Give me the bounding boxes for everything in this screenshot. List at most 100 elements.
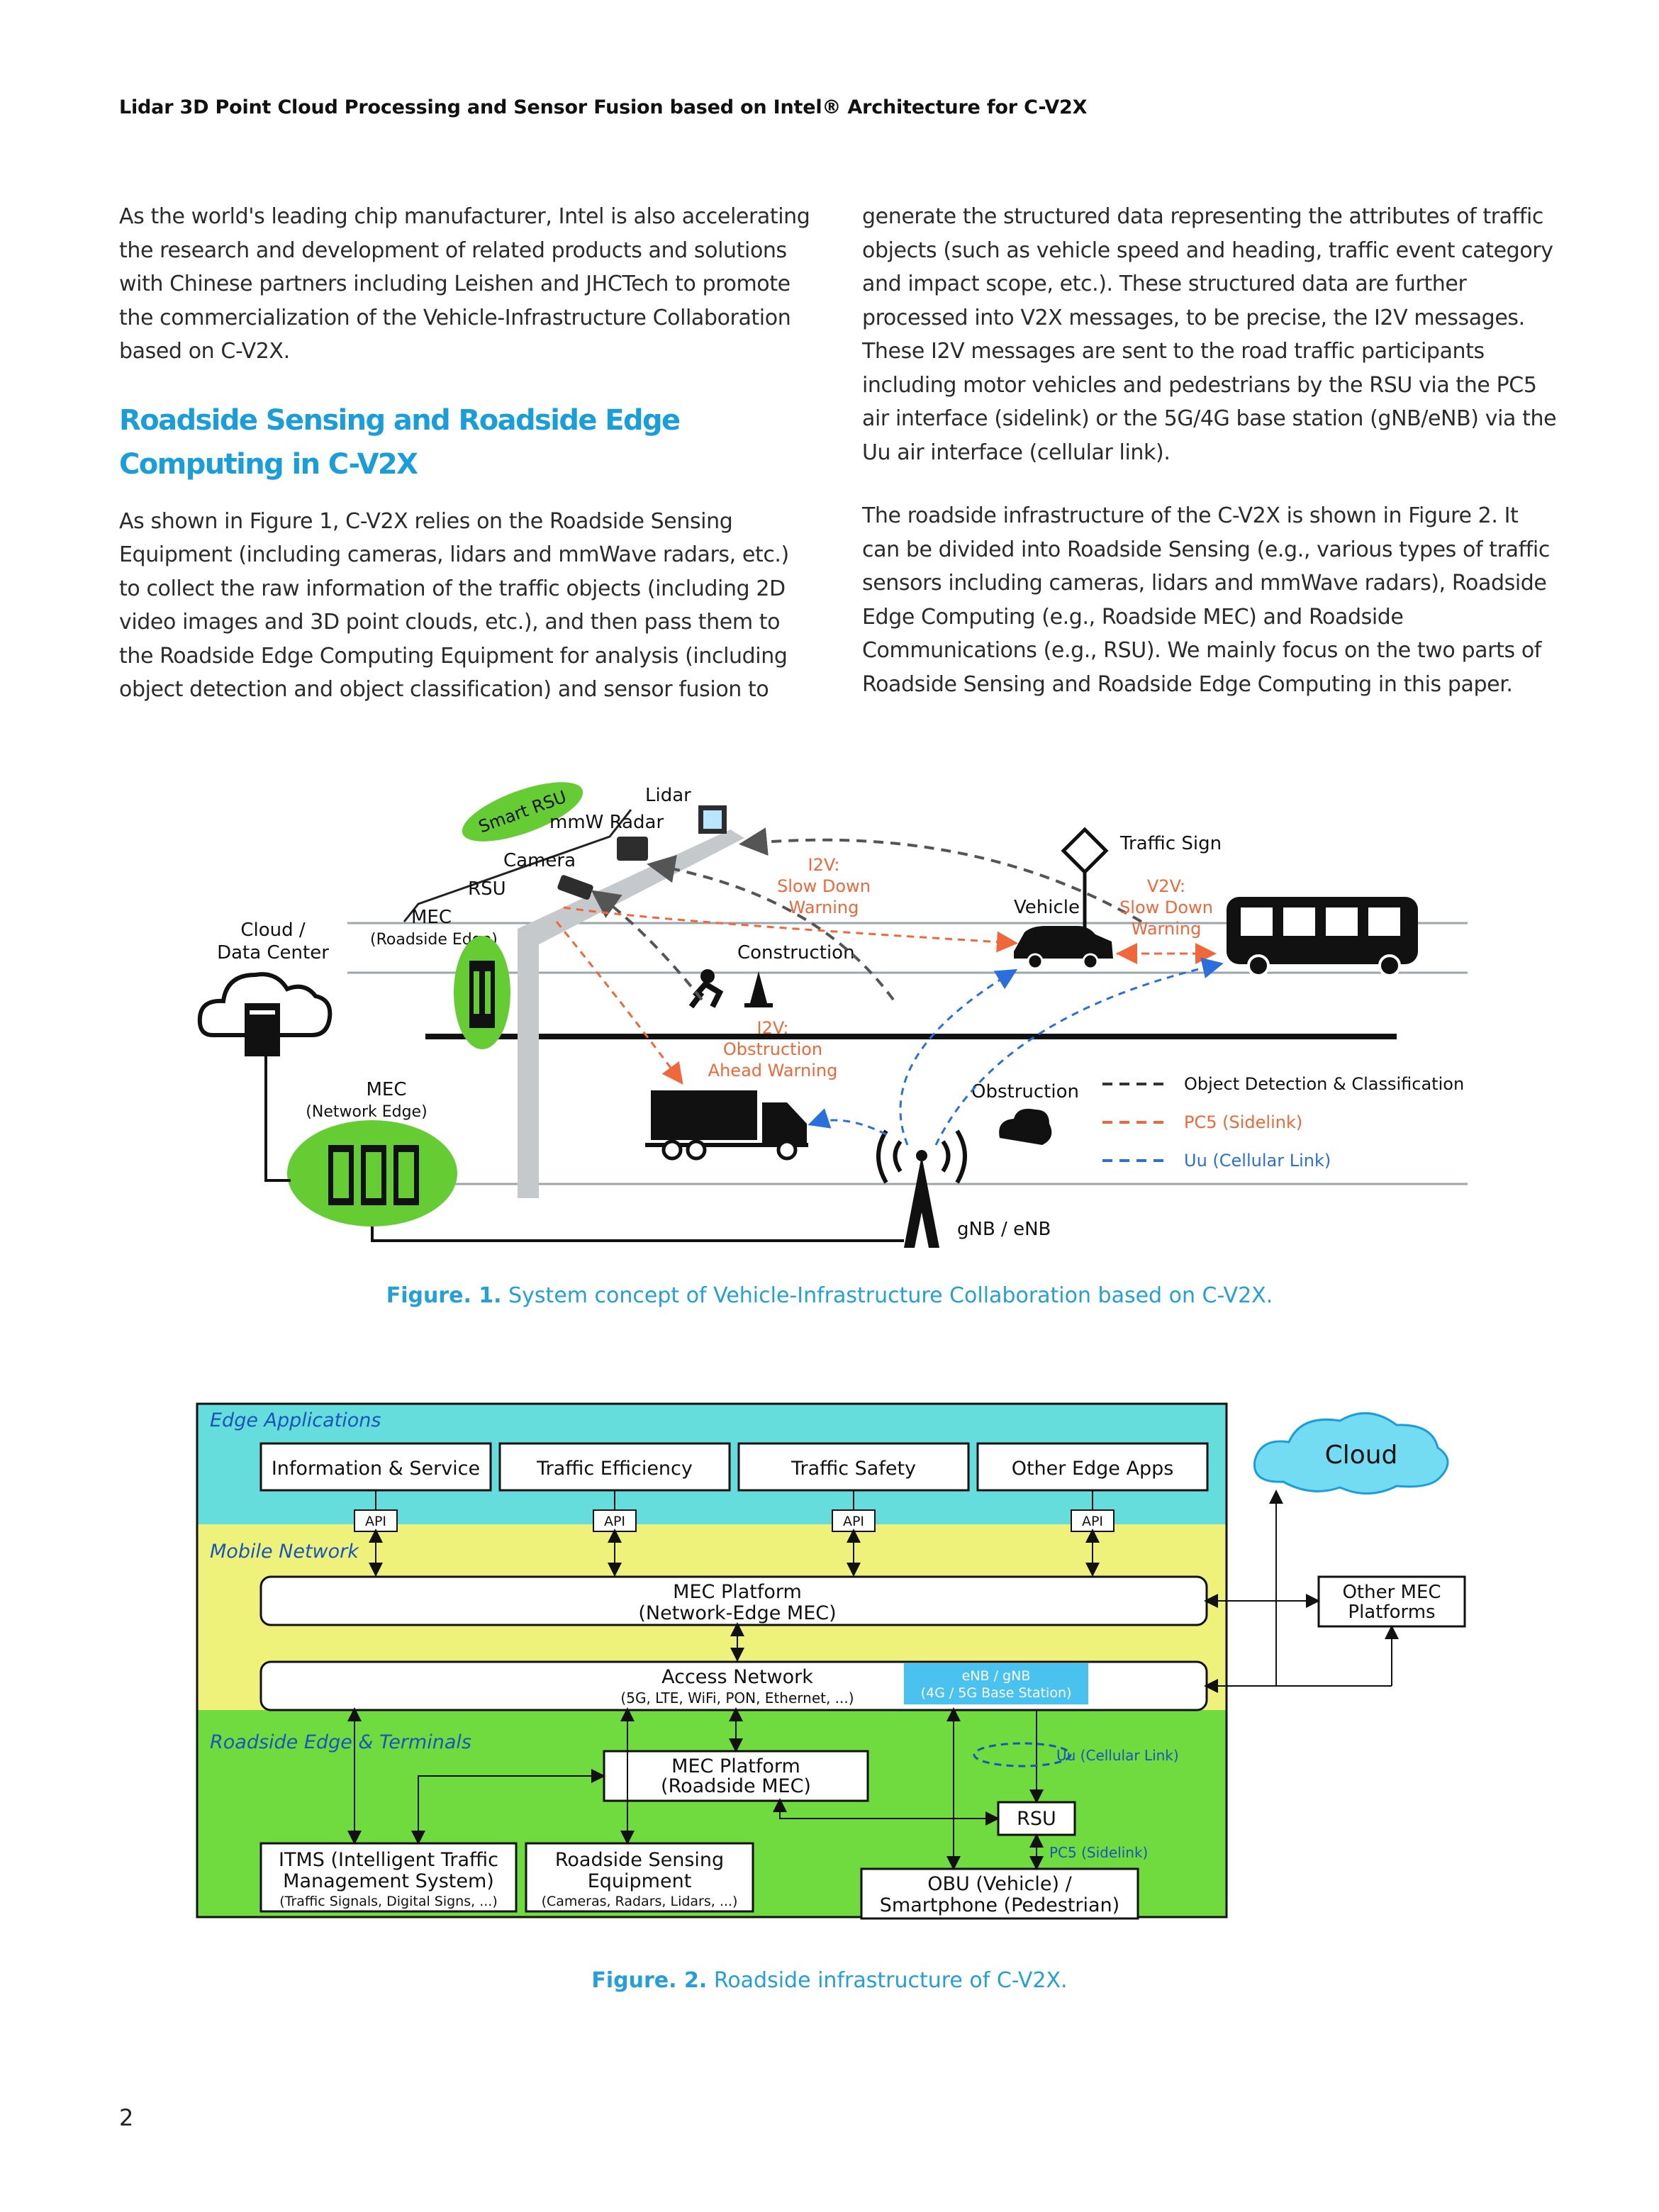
svg-text:Management System): Management System) [283,1870,494,1892]
svg-text:RSU: RSU [1017,1808,1056,1830]
obstruction-icon [999,1108,1052,1145]
roadside-sensing-box: Roadside Sensing Equipment (Cameras, Rad… [525,1842,754,1913]
svg-text:(Traffic Signals, Digital Sign: (Traffic Signals, Digital Signs, ...) [279,1894,498,1909]
svg-text:Other Edge Apps: Other Edge Apps [1012,1458,1174,1480]
traffic-sign-icon [1061,827,1109,875]
svg-text:Mobile Network: Mobile Network [210,1541,359,1563]
svg-text:Traffic Sign: Traffic Sign [1119,833,1222,854]
gnb-tower-icon [904,1156,939,1248]
svg-text:API: API [1082,1514,1103,1529]
svg-text:Ahead Warning: Ahead Warning [708,1061,838,1080]
app-box-efficiency: Traffic Efficiency [498,1442,731,1492]
app-box-information: Information & Service [259,1442,492,1492]
camera-device [557,875,593,900]
figure-1-caption: Figure. 1. System concept of Vehicle-Inf… [386,1283,1273,1308]
smart-rsu-badge [462,782,583,842]
svg-text:Cloud /: Cloud / [240,920,306,941]
radar-device [617,837,648,861]
svg-text:Traffic Efficiency: Traffic Efficiency [536,1458,693,1480]
api-tab: API [354,1509,398,1532]
rsu-box: RSU [997,1801,1076,1836]
api-tab: API [832,1509,876,1532]
svg-text:(5G, LTE, WiFi, PON, Ethernet,: (5G, LTE, WiFi, PON, Ethernet, ...) [620,1689,854,1707]
svg-text:mmW Radar: mmW Radar [549,812,664,833]
app-box-other: Other Edge Apps [976,1442,1209,1492]
svg-text:Roadside Sensing: Roadside Sensing [555,1849,724,1871]
svg-text:API: API [843,1514,864,1529]
svg-text:Vehicle: Vehicle [1014,897,1080,918]
enb-gnb-badge: eNB / gNB (4G / 5G Base Station) [904,1663,1088,1704]
svg-text:Other MEC: Other MEC [1342,1582,1441,1603]
uu-link-ring [973,1742,1072,1767]
svg-text:Uu (Cellular Link): Uu (Cellular Link) [1056,1747,1179,1764]
left-column: As the world's leading chip manufacturer… [119,200,814,737]
svg-text:Smartphone (Pedestrian): Smartphone (Pedestrian) [880,1894,1119,1916]
svg-text:Warning: Warning [1132,919,1202,939]
svg-text:Uu (Cellular Link): Uu (Cellular Link) [1184,1151,1331,1171]
svg-text:Information & Service: Information & Service [272,1458,480,1480]
section-paragraph: As shown in Figure 1, C-V2X relies on th… [119,508,789,703]
svg-text:API: API [604,1514,625,1529]
api-tab: API [1071,1509,1115,1532]
svg-text:Slow Down: Slow Down [1119,898,1213,917]
svg-text:gNB / eNB: gNB / eNB [957,1219,1051,1240]
svg-text:I2V:: I2V: [757,1018,789,1038]
figure-1-diagram: Smart RSU Lidar mmW Radar Camera RSU MEC… [197,782,1468,1248]
svg-text:Data Center: Data Center [217,942,329,963]
svg-text:I2V:: I2V: [808,855,840,875]
svg-text:eNB / gNB: eNB / gNB [962,1668,1031,1684]
svg-text:Obstruction: Obstruction [971,1081,1079,1102]
itms-box: ITMS (Intelligent Traffic Management Sys… [259,1842,518,1913]
svg-text:Access Network: Access Network [661,1666,813,1688]
other-mec-box: Other MEC Platforms [1317,1575,1466,1628]
svg-text:Platforms: Platforms [1348,1602,1435,1623]
svg-text:Obstruction: Obstruction [723,1039,822,1059]
svg-text:Object Detection & Classificat: Object Detection & Classification [1184,1074,1464,1094]
svg-text:(Network-Edge MEC): (Network-Edge MEC) [638,1602,836,1624]
svg-text:ITMS (Intelligent Traffic: ITMS (Intelligent Traffic [279,1849,498,1871]
svg-text:(Network Edge): (Network Edge) [306,1103,427,1121]
right-column: generate the structured data representin… [862,200,1557,731]
svg-text:OBU (Vehicle) /: OBU (Vehicle) / [927,1873,1072,1895]
svg-text:MEC: MEC [366,1079,406,1100]
svg-text:Roadside Edge & Terminals: Roadside Edge & Terminals [210,1731,471,1753]
svg-text:MEC Platform: MEC Platform [671,1755,800,1777]
api-tab: API [593,1509,637,1532]
intro-paragraph: As the world's leading chip manufacturer… [119,204,810,364]
svg-text:(4G / 5G Base Station): (4G / 5G Base Station) [921,1685,1072,1701]
svg-text:Construction: Construction [737,942,855,963]
svg-text:Traffic Safety: Traffic Safety [791,1458,916,1480]
svg-text:PC5 (Sidelink): PC5 (Sidelink) [1184,1112,1302,1132]
svg-text:API: API [365,1514,386,1529]
svg-text:(Roadside MEC): (Roadside MEC) [661,1775,811,1797]
rsu-pole [518,929,539,1198]
page-number: 2 [119,2104,134,2131]
svg-text:MEC: MEC [411,907,452,928]
svg-text:Cloud: Cloud [1325,1441,1398,1470]
svg-text:MEC Platform: MEC Platform [673,1581,802,1603]
continued-paragraph: generate the structured data representin… [862,204,1557,465]
app-box-safety: Traffic Safety [737,1442,970,1492]
figure-2-diagram: Edge Applications Mobile Network Roadsid… [196,1402,1466,1920]
figure-2-caption: Figure. 2. Roadside infrastructure of C-… [591,1968,1068,1993]
construction-worker-icon [700,969,715,983]
page-header: Lidar 3D Point Cloud Processing and Sens… [119,96,1088,118]
truck-icon [651,1090,757,1140]
mec-platform-network-box: MEC Platform (Network-Edge MEC) [259,1575,1208,1626]
svg-text:PC5 (Sidelink): PC5 (Sidelink) [1049,1844,1148,1861]
svg-text:Slow Down: Slow Down [777,876,871,896]
svg-text:V2V:: V2V: [1147,876,1185,896]
car-icon [1014,926,1113,959]
mec-platform-roadside-box: MEC Platform (Roadside MEC) [603,1750,869,1802]
svg-text:(Cameras, Radars, Lidars, ...): (Cameras, Radars, Lidars, ...) [542,1894,738,1909]
svg-text:Edge Applications: Edge Applications [210,1409,381,1431]
obu-box: OBU (Vehicle) / Smartphone (Pedestrian) [860,1867,1139,1920]
figure-1-legend: Object Detection & Classification PC5 (S… [1102,1074,1464,1171]
traffic-cone-icon [750,971,767,1003]
svg-text:Camera: Camera [503,850,576,871]
svg-text:RSU: RSU [468,878,506,900]
infrastructure-paragraph: The roadside infrastructure of the C-V2X… [862,503,1550,697]
cloud-shape [1253,1412,1449,1495]
svg-text:Equipment: Equipment [588,1870,692,1892]
svg-text:Warning: Warning [789,898,859,917]
